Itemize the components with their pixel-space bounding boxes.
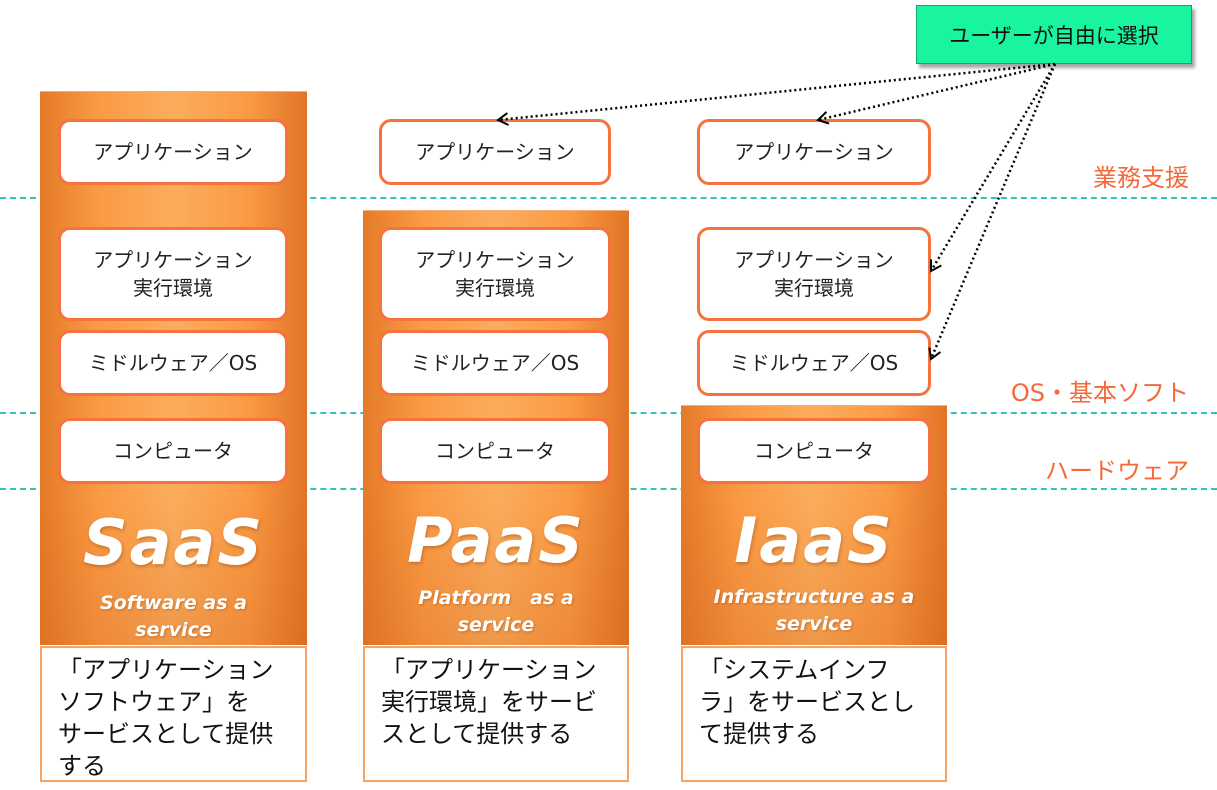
iaas-runtime-box: アプリケーション 実行環境 [697,227,931,321]
saas-application-box: アプリケーション [58,119,288,185]
paas-title: PaaS [407,504,585,577]
arrow-to-iaas-middleware [928,63,1057,361]
saas-runtime-box: アプリケーション 実行環境 [58,227,288,321]
arrow-to-paas-application [496,62,1056,126]
paas-description: 「アプリケーション 実行環境」をサービ スとして提供する [363,646,629,782]
saas-description: 「アプリケーション ソフトウェア」を サービスとして提供 する [40,646,307,782]
iaas-subtitle: Infrastructure as a service [713,586,915,635]
saas-middleware-box: ミドルウェア／OS [58,330,288,396]
iaas-middleware-box: ミドルウェア／OS [697,330,931,396]
saas-subtitle: Software as a service [100,592,247,641]
paas-computer-box: コンピュータ [379,418,611,484]
user-choice-box: ユーザーが自由に選択 [916,5,1192,64]
saas-title: SaaS [83,506,264,579]
guide-line-business [0,197,1217,199]
saas-computer-box: コンピュータ [58,418,288,484]
arrow-to-iaas-runtime [929,63,1057,273]
paas-application-box: アプリケーション [379,119,611,185]
layer-label-os: OS・基本ソフト [1010,379,1189,407]
layer-label-business: 業務支援 [1093,164,1189,192]
paas-middleware-box: ミドルウェア／OS [379,330,611,396]
iaas-title: IaaS [734,504,894,577]
iaas-computer-box: コンピュータ [697,418,931,484]
paas-runtime-box: アプリケーション 実行環境 [379,227,611,321]
iaas-description: 「システムインフ ラ」をサービスとし て提供する [681,646,947,782]
iaas-application-box: アプリケーション [697,119,931,185]
arrow-to-iaas-application [816,62,1056,125]
paas-subtitle: Platform as a service [418,587,574,636]
layer-label-hardware: ハードウェア [1045,457,1189,485]
